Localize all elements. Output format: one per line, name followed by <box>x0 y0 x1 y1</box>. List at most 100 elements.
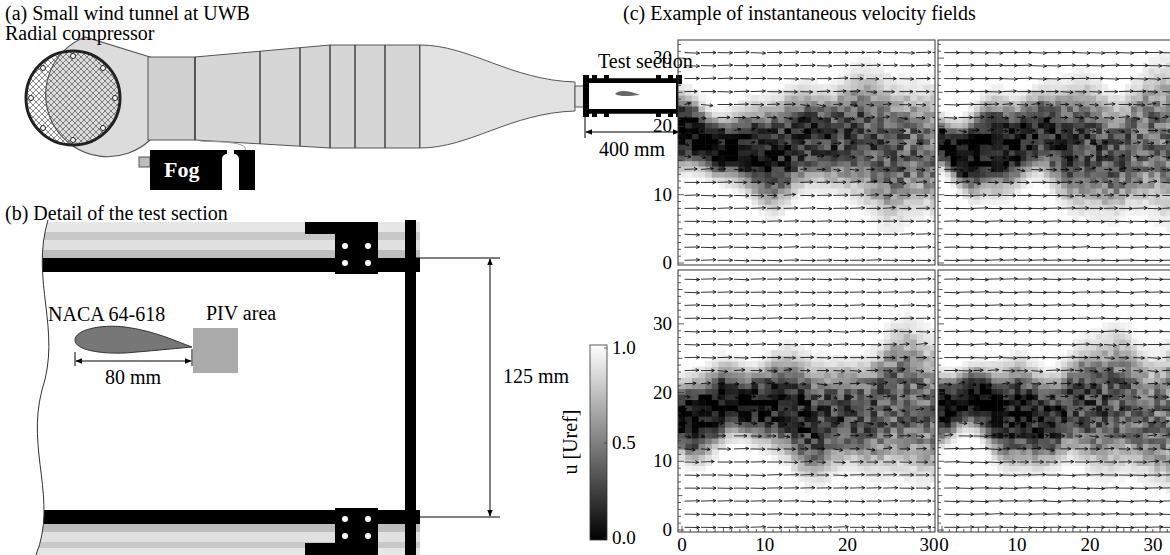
velocity-cell <box>980 150 986 156</box>
velocity-cell <box>824 133 831 139</box>
velocity-vector <box>767 182 775 185</box>
velocity-vector <box>900 90 914 93</box>
velocity-cell <box>1044 172 1050 178</box>
velocity-cell <box>838 161 845 167</box>
velocity-cell <box>778 150 785 156</box>
velocity-vector <box>800 220 815 223</box>
velocity-cell <box>1073 111 1079 117</box>
velocity-cell <box>1003 155 1009 161</box>
velocity-cell <box>732 182 739 188</box>
velocity-cell <box>791 177 798 183</box>
velocity-cell <box>1003 100 1009 106</box>
velocity-cell <box>962 133 968 139</box>
velocity-cell <box>1102 84 1108 90</box>
velocity-vector <box>718 51 733 54</box>
velocity-cell <box>1067 161 1073 167</box>
velocity-cell <box>910 193 917 199</box>
velocity-cell <box>824 161 831 167</box>
velocity-cell <box>738 133 745 139</box>
velocity-cell <box>884 215 891 221</box>
velocity-cell <box>857 172 864 178</box>
velocity-cell <box>997 133 1003 139</box>
velocity-cell <box>732 172 739 178</box>
velocity-vector <box>751 128 756 131</box>
velocity-cell <box>904 90 911 96</box>
velocity-cell <box>1137 122 1143 128</box>
velocity-cell <box>765 215 772 221</box>
velocity-cell <box>851 166 858 172</box>
velocity-cell <box>1143 144 1149 150</box>
velocity-cell <box>765 150 772 156</box>
velocity-cell <box>771 161 778 167</box>
velocity-cell <box>1073 122 1079 128</box>
velocity-cell <box>871 210 878 216</box>
velocity-cell <box>1015 172 1021 178</box>
velocity-cell <box>1032 90 1038 96</box>
velocity-vector <box>734 128 741 131</box>
velocity-cell <box>798 79 805 85</box>
velocity-cell <box>951 177 957 183</box>
velocity-cell <box>904 193 911 199</box>
velocity-cell <box>962 111 968 117</box>
velocity-cell <box>871 199 878 205</box>
velocity-vector <box>734 103 748 106</box>
velocity-vector <box>900 142 907 145</box>
velocity-vector <box>866 103 874 106</box>
velocity-cell <box>818 155 825 161</box>
velocity-cell <box>1090 79 1096 85</box>
velocity-cell <box>871 117 878 123</box>
velocity-vector <box>734 90 749 93</box>
velocity-cell <box>765 177 772 183</box>
velocity-cell <box>1108 172 1114 178</box>
velocity-vector <box>833 117 838 120</box>
velocity-cell <box>1108 95 1114 101</box>
velocity-cell <box>1149 155 1155 161</box>
velocity-cell <box>685 90 692 96</box>
velocity-cell <box>857 84 864 90</box>
velocity-cell <box>1085 133 1091 139</box>
velocity-vector <box>817 117 823 120</box>
velocity-vector <box>866 193 878 196</box>
velocity-cell <box>904 122 911 128</box>
velocity-vector <box>916 130 921 133</box>
velocity-cell <box>705 106 712 112</box>
velocity-cell <box>1131 172 1137 178</box>
velocity-cell <box>1131 122 1137 128</box>
velocity-cell <box>785 193 792 199</box>
velocity-cell <box>951 122 957 128</box>
velocity-vector <box>883 130 888 133</box>
velocity-vector <box>718 116 730 119</box>
velocity-cell <box>1119 100 1125 106</box>
piv-area <box>193 328 238 373</box>
velocity-cell <box>924 155 931 161</box>
velocity-cell <box>968 193 974 199</box>
velocity-vector <box>767 77 782 80</box>
velocity-vector <box>883 116 890 119</box>
velocity-cell <box>1044 106 1050 112</box>
velocity-cell <box>910 100 917 106</box>
velocity-cell <box>917 215 924 221</box>
velocity-cell <box>930 139 935 145</box>
velocity-cell <box>1021 161 1027 167</box>
velocity-cell <box>692 133 699 139</box>
velocity-cell <box>692 111 699 117</box>
velocity-cell <box>692 100 699 106</box>
velocity-cell <box>1055 122 1061 128</box>
velocity-cell <box>785 106 792 112</box>
velocity-cell <box>917 193 924 199</box>
velocity-cell <box>1114 182 1120 188</box>
velocity-cell <box>838 133 845 139</box>
velocity-vector <box>866 90 876 93</box>
velocity-vector <box>817 219 832 222</box>
velocity-vector <box>866 258 881 261</box>
velocity-vector <box>916 77 930 80</box>
velocity-cell <box>1119 182 1125 188</box>
velocity-cell <box>851 193 858 199</box>
velocity-cell <box>758 161 765 167</box>
axis-ticks <box>678 44 684 263</box>
velocity-cell <box>838 128 845 134</box>
velocity-cell <box>1044 90 1050 96</box>
velocity-cell <box>904 73 911 79</box>
velocity-cell <box>778 161 785 167</box>
velocity-cell <box>968 172 974 178</box>
